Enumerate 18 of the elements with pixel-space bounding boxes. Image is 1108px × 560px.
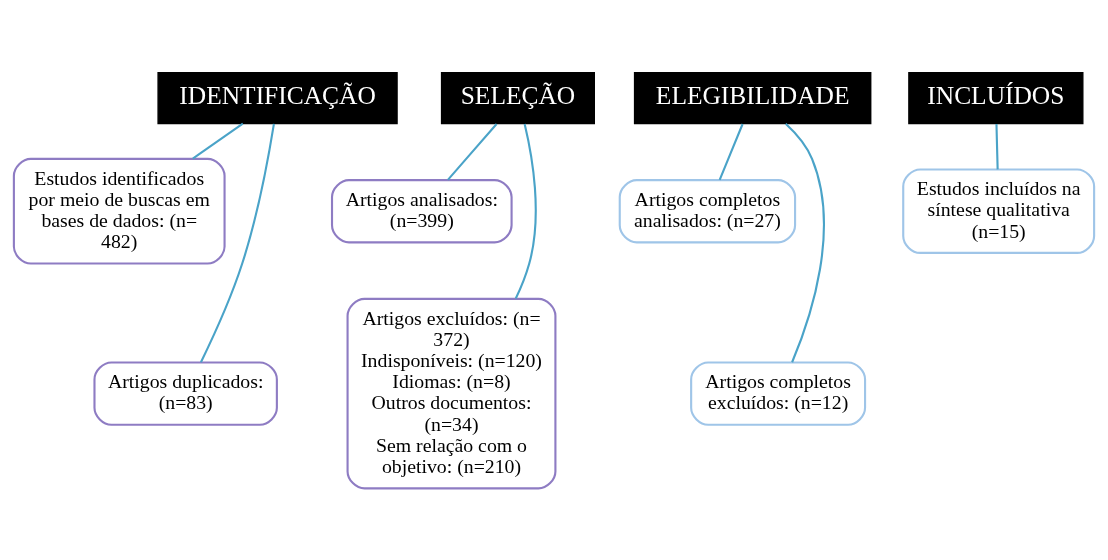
node-box: Estudos incluídos na síntese qualitativa (n=15) xyxy=(902,167,1096,254)
node-box: Artigos analisados: (n=399) xyxy=(330,178,513,243)
node-box: Estudos identificados por meio de buscas em bases de dados: (n= 482) xyxy=(12,157,226,265)
node-box: Artigos completos excluídos: (n=12) xyxy=(690,360,867,426)
node-box: IDENTIFICAÇÃO xyxy=(157,71,398,124)
connector xyxy=(199,123,275,363)
node-box: SELEÇÃO xyxy=(440,71,595,124)
node-box: Artigos duplicados: (n=83) xyxy=(93,360,278,426)
connector xyxy=(192,122,244,159)
node-box: ELEGIBILIDADE xyxy=(633,71,872,124)
node-box: Artigos excluídos: (n= 372) Indisponíveis: (n=120) Idiomas: (n=8) Outros documentos: (n=34) Sem relação com o objetivo: (n=210) xyxy=(346,297,557,489)
connector xyxy=(785,122,825,363)
node-box: INCLUÍDOS xyxy=(908,71,1084,124)
connector xyxy=(514,123,537,299)
connector xyxy=(995,123,999,169)
node-box: Artigos completos analisados: (n=27) xyxy=(618,178,797,243)
connector xyxy=(718,123,744,180)
connector xyxy=(447,122,498,181)
